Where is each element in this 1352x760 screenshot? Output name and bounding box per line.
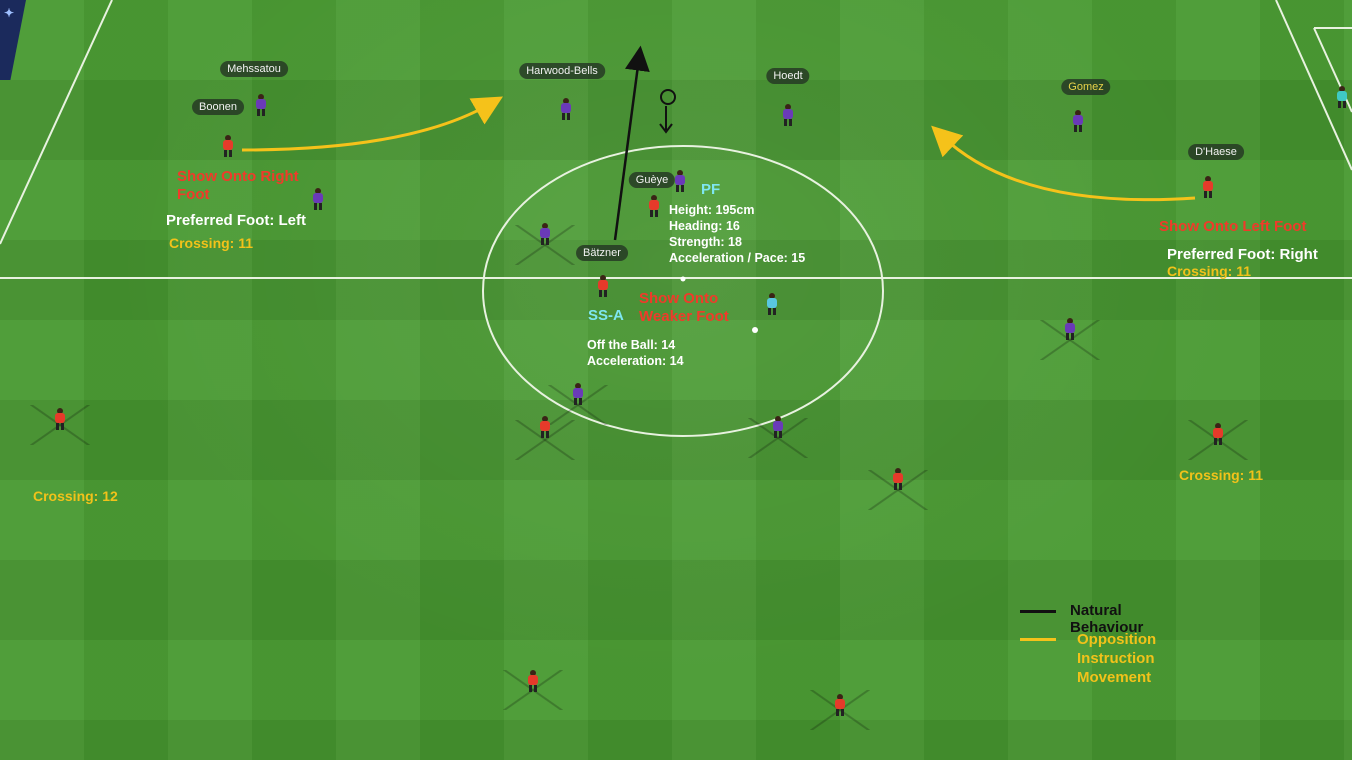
player-harwood-bells[interactable]	[561, 98, 571, 120]
player-referee[interactable]	[767, 293, 777, 315]
player-opponent[interactable]	[313, 188, 323, 210]
ssa-stats: Off the Ball: 14 Acceleration: 14	[587, 337, 684, 369]
legend-gold-line	[1020, 638, 1056, 641]
right-wing-crossing: Crossing: 11	[1167, 263, 1251, 279]
player-teammate[interactable]	[1213, 423, 1223, 445]
player-goalkeeper[interactable]	[1337, 86, 1347, 108]
twitter-bird-icon: ✦	[4, 6, 14, 20]
pf-role: PF	[701, 181, 720, 198]
nameplate-mehssatou: Mehssatou	[220, 61, 288, 77]
pf-stats: Height: 195cm Heading: 16 Strength: 18 A…	[669, 202, 805, 266]
left-wing-instruction: Show Onto Right Foot	[177, 168, 299, 204]
player-opponent[interactable]	[773, 416, 783, 438]
centre-spot	[681, 277, 686, 282]
nameplate-batzner: Bätzner	[576, 245, 628, 261]
player-teammate[interactable]	[528, 670, 538, 692]
player-opponent[interactable]	[256, 94, 266, 116]
nameplate-boonen: Boonen	[192, 99, 244, 115]
ssa-role: SS-A	[588, 307, 624, 324]
nameplate-harwood-bells: Harwood-Bells	[519, 63, 605, 79]
player-teammate[interactable]	[835, 694, 845, 716]
pf-acceleration-pace: Acceleration / Pace: 15	[669, 250, 805, 266]
nameplate-hoedt: Hoedt	[766, 68, 809, 84]
player-pf[interactable]	[649, 195, 659, 217]
player-opponent[interactable]	[1065, 318, 1075, 340]
right-wing-instruction: Show Onto Left Foot	[1159, 218, 1306, 236]
ssa-acceleration: Acceleration: 14	[587, 353, 684, 369]
legend-black-line	[1020, 610, 1056, 613]
pf-heading: Heading: 16	[669, 218, 805, 234]
right-wing-preferred-foot: Preferred Foot: Right	[1167, 246, 1318, 263]
nameplate-dhaese: D'Haese	[1188, 144, 1244, 160]
nameplate-gomez: Gomez	[1061, 79, 1110, 95]
player-teammate[interactable]	[55, 408, 65, 430]
right-fullback-crossing: Crossing: 11	[1179, 467, 1263, 483]
player-hoedt[interactable]	[783, 104, 793, 126]
player-opponent[interactable]	[540, 223, 550, 245]
left-wing-crossing: Crossing: 11	[169, 235, 253, 251]
left-wing-preferred-foot: Preferred Foot: Left	[166, 212, 306, 229]
player-teammate[interactable]	[893, 468, 903, 490]
player-boonen[interactable]	[223, 135, 233, 157]
player-gueye[interactable]	[675, 170, 685, 192]
player-gomez[interactable]	[1073, 110, 1083, 132]
ssa-off-the-ball: Off the Ball: 14	[587, 337, 684, 353]
ssa-instruction: Show Onto Weaker Foot	[639, 290, 729, 326]
pf-height: Height: 195cm	[669, 202, 805, 218]
pf-strength: Strength: 18	[669, 234, 805, 250]
left-fullback-crossing: Crossing: 12	[33, 488, 118, 504]
player-teammate[interactable]	[540, 416, 550, 438]
nameplate-gueye: Guèye	[629, 172, 675, 188]
player-opponent[interactable]	[573, 383, 583, 405]
player-batzner[interactable]	[598, 275, 608, 297]
player-dhaese[interactable]	[1203, 176, 1213, 198]
